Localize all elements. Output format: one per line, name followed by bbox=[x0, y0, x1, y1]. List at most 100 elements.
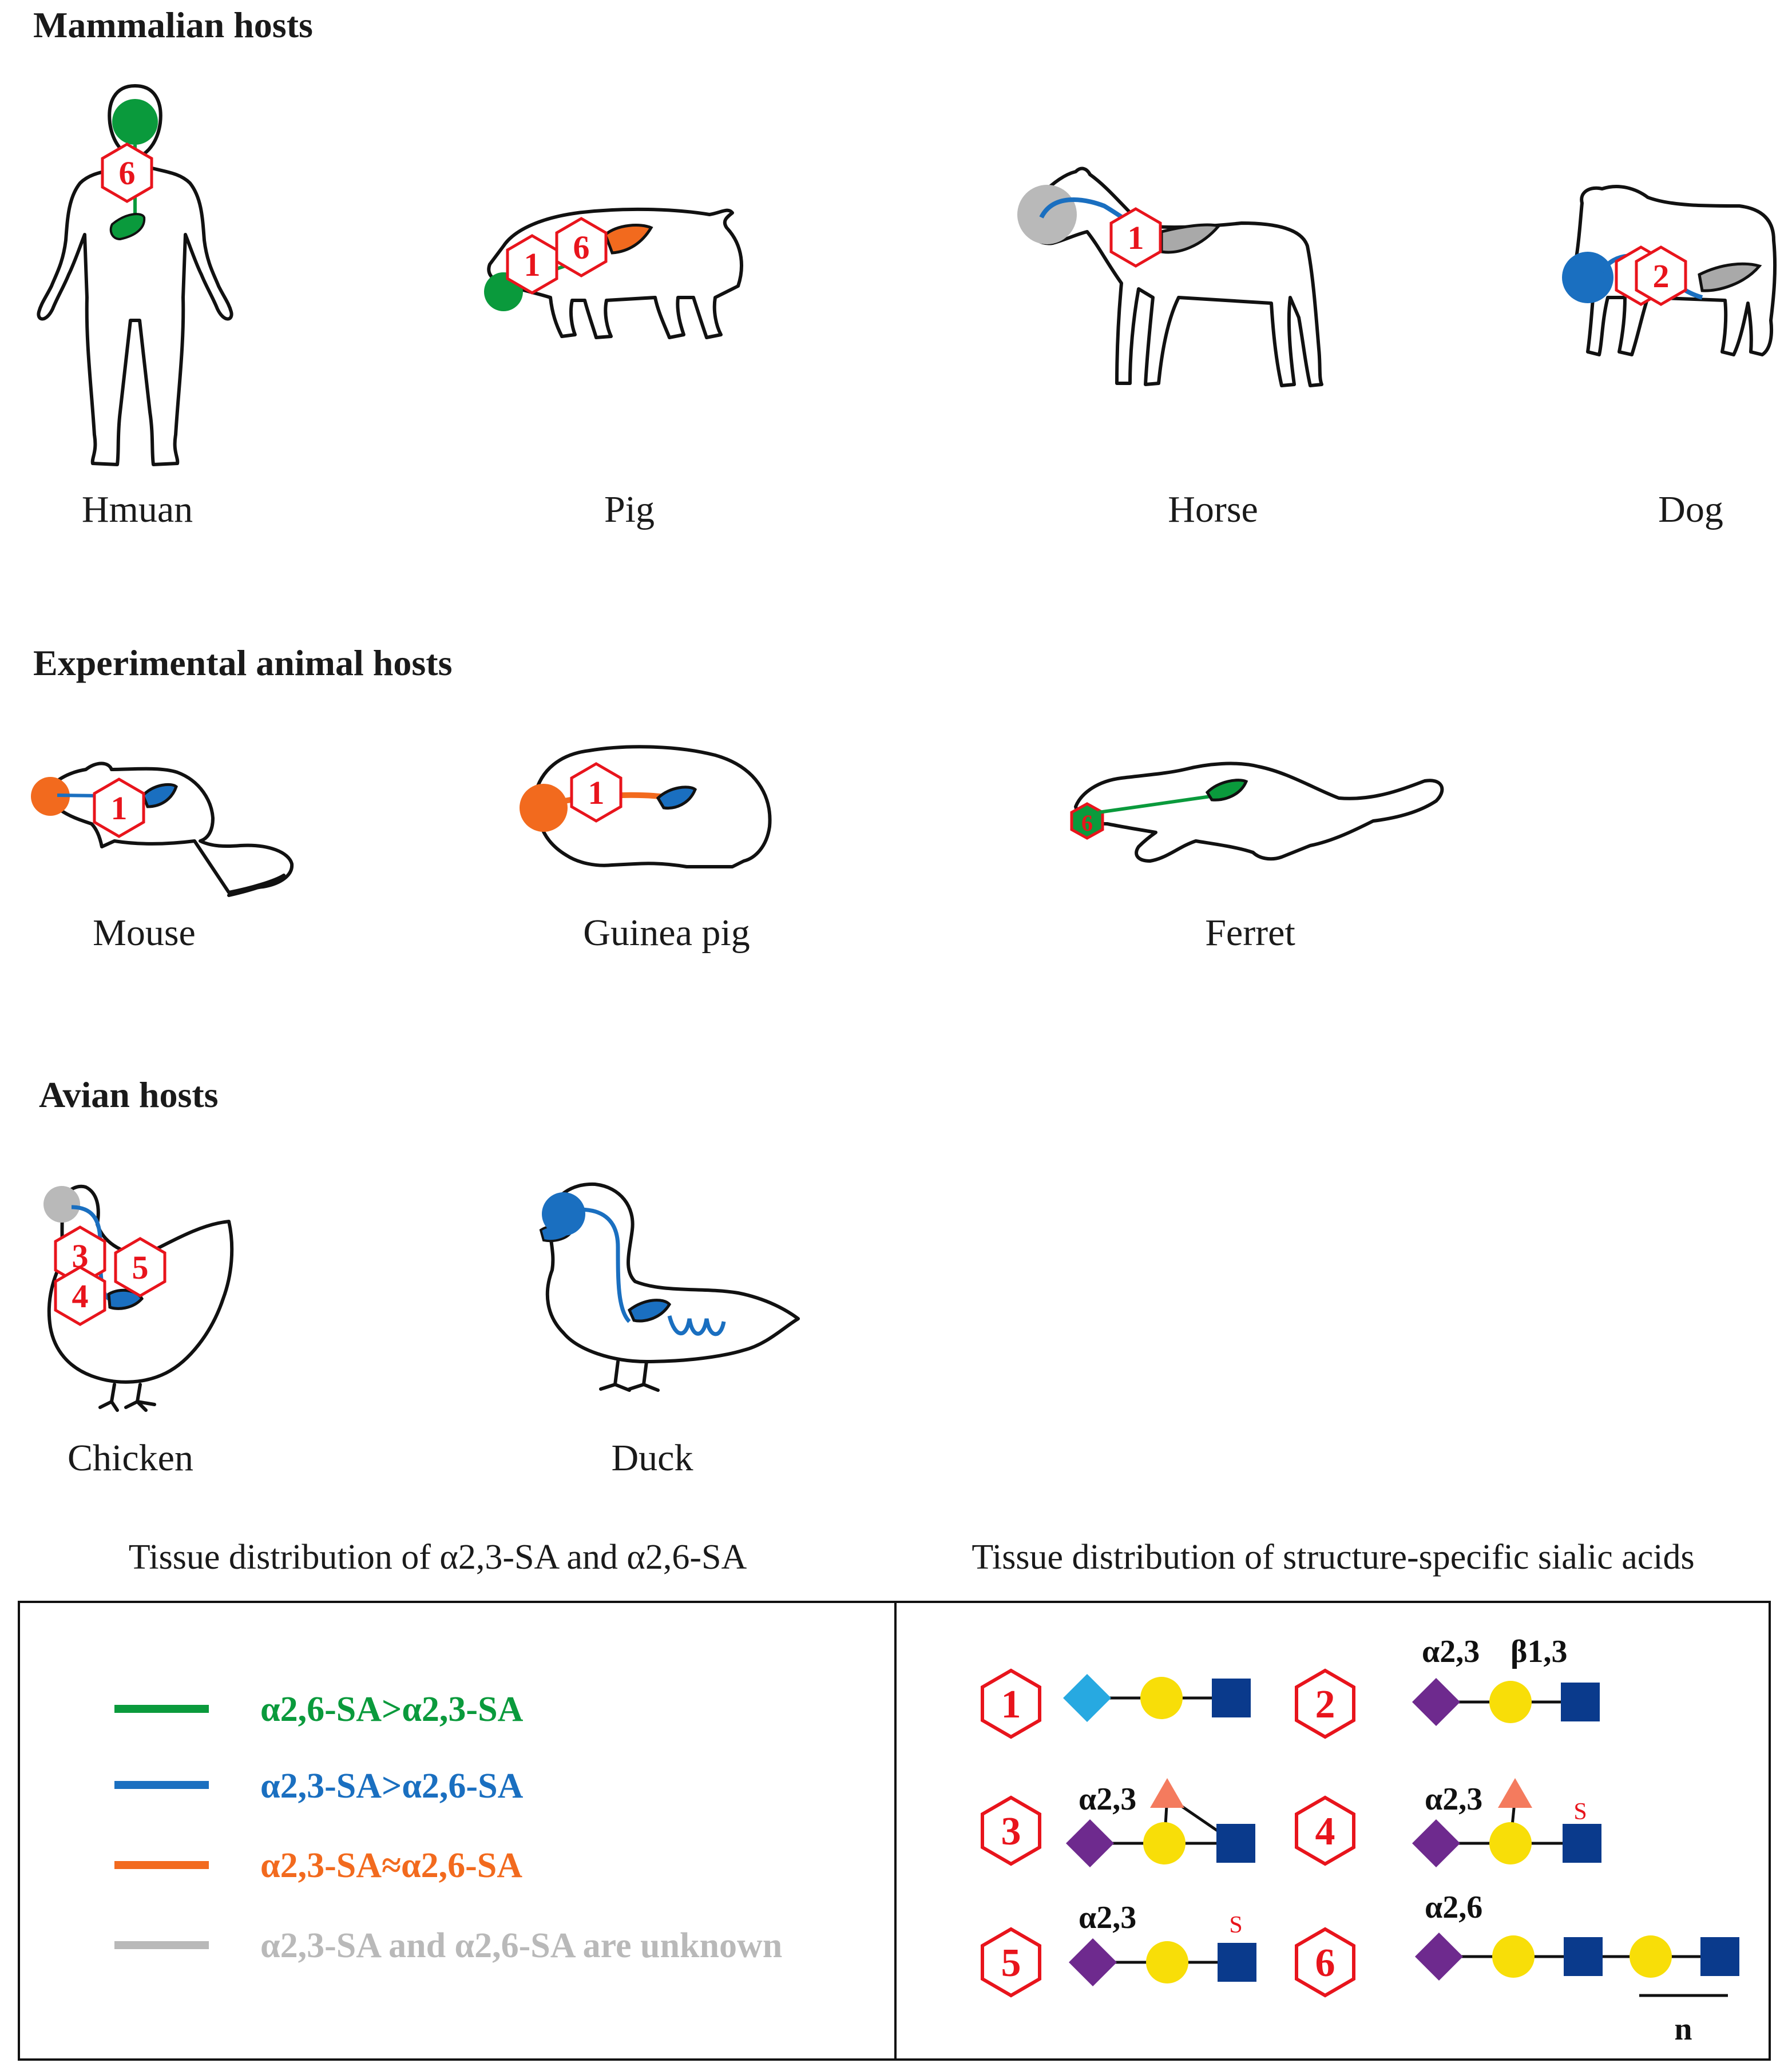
hexagon-1-marker: 1 bbox=[94, 779, 144, 836]
svg-text:1: 1 bbox=[588, 774, 605, 811]
guinea-pig-lung bbox=[656, 785, 697, 810]
hexagon-5-marker: 5 bbox=[116, 1239, 165, 1296]
linkage-label: α2,3 bbox=[1422, 1634, 1480, 1669]
duck-nose-region bbox=[542, 1192, 585, 1236]
svg-text:1: 1 bbox=[111, 789, 128, 827]
linkage-label: α2,3 bbox=[1079, 1782, 1136, 1817]
dog-lung bbox=[1698, 262, 1762, 292]
legend-label: α2,3-SA>α2,6-SA bbox=[260, 1767, 524, 1806]
label-duck: Duck bbox=[612, 1437, 693, 1479]
galactose-circle-icon bbox=[1489, 1681, 1532, 1723]
dog-illustration: 1 2 bbox=[1562, 184, 1777, 356]
human-silhouette bbox=[37, 84, 233, 466]
chicken-nose-region bbox=[43, 1186, 80, 1223]
galactose-circle-icon bbox=[1489, 1822, 1532, 1864]
label-horse: Horse bbox=[1168, 489, 1258, 530]
glcnac-square-icon bbox=[1216, 1824, 1255, 1863]
neu5ac-diamond-icon bbox=[1412, 1678, 1460, 1726]
horse-illustration: 1 bbox=[1017, 166, 1323, 387]
svg-text:2: 2 bbox=[1315, 1683, 1335, 1727]
pig-lung bbox=[604, 224, 653, 255]
human-lung bbox=[109, 213, 146, 241]
chicken-lung bbox=[107, 1288, 144, 1310]
mouse-lung bbox=[141, 783, 178, 808]
structure-2: 2 α2,3 β1,3 bbox=[1297, 1634, 1600, 1737]
galactose-circle-icon bbox=[1146, 1941, 1188, 1983]
legend-label: α2,3-SA≈α2,6-SA bbox=[260, 1846, 522, 1885]
mouse-nose-region bbox=[31, 777, 70, 816]
svg-text:1: 1 bbox=[524, 246, 541, 283]
hexagon-6-marker: 6 bbox=[557, 219, 606, 276]
structure-5: 5 α2,3 S bbox=[982, 1900, 1256, 1995]
structure-4: 4 α2,3 S bbox=[1297, 1778, 1601, 1867]
galactose-circle-icon bbox=[1492, 1935, 1535, 1978]
sulfate-label: S bbox=[1573, 1799, 1587, 1825]
hexagon-5-label: 5 bbox=[982, 1929, 1040, 1995]
svg-text:5: 5 bbox=[132, 1249, 149, 1286]
svg-text:5: 5 bbox=[1001, 1941, 1021, 1985]
legend-item: α2,3-SA≈α2,6-SA bbox=[114, 1846, 522, 1885]
svg-text:6: 6 bbox=[119, 154, 136, 192]
hexagon-2-label: 2 bbox=[1297, 1671, 1354, 1737]
horse-silhouette bbox=[1026, 166, 1323, 387]
neu5ac-diamond-icon bbox=[1066, 1819, 1114, 1867]
hexagon-4-marker: 4 bbox=[55, 1267, 105, 1324]
label-ferret: Ferret bbox=[1205, 912, 1295, 954]
hexagon-6-label: 6 bbox=[1297, 1929, 1354, 1995]
glcnac-square-icon bbox=[1212, 1679, 1251, 1717]
legend-title-right: Tissue distribution of structure-specifi… bbox=[972, 1538, 1694, 1577]
label-mouse: Mouse bbox=[93, 912, 196, 954]
glcnac-square-icon bbox=[1564, 1937, 1603, 1976]
kdn-diamond-icon bbox=[1063, 1674, 1111, 1722]
hexagon-6-number: 6 bbox=[1081, 810, 1093, 836]
svg-text:2: 2 bbox=[1653, 257, 1670, 295]
label-pig: Pig bbox=[604, 489, 655, 530]
hexagon-4-label: 4 bbox=[1297, 1798, 1354, 1864]
galactose-circle-icon bbox=[1143, 1822, 1186, 1864]
structure-6: 6 α2,6 n bbox=[1297, 1890, 1739, 2047]
linkage-label: α2,6 bbox=[1425, 1890, 1482, 1925]
galactose-circle-icon bbox=[1140, 1677, 1183, 1719]
linkage-label: β1,3 bbox=[1510, 1634, 1568, 1669]
chicken-illustration: 3 4 5 bbox=[43, 1184, 234, 1412]
repeat-label: n bbox=[1674, 2012, 1692, 2047]
galactose-circle-icon bbox=[1630, 1935, 1672, 1978]
linkage-label: α2,3 bbox=[1079, 1900, 1136, 1935]
neu5ac-diamond-icon bbox=[1415, 1933, 1463, 1981]
hexagon-1-marker: 1 bbox=[572, 764, 621, 821]
fucose-triangle-icon bbox=[1498, 1778, 1532, 1808]
ferret-lung bbox=[1205, 779, 1248, 802]
legend-label: α2,6-SA>α2,3-SA bbox=[260, 1690, 524, 1729]
svg-text:6: 6 bbox=[1315, 1941, 1335, 1985]
guinea-pig-illustration: 1 bbox=[520, 745, 772, 868]
duck-airway bbox=[572, 1207, 631, 1323]
section-title-experimental: Experimental animal hosts bbox=[33, 642, 452, 683]
sulfate-label: S bbox=[1229, 1912, 1242, 1938]
mouse-illustration: 1 bbox=[31, 761, 294, 897]
duck-lung bbox=[627, 1299, 672, 1323]
structure-1: 1 bbox=[982, 1671, 1251, 1737]
glcnac-square-icon bbox=[1563, 1824, 1601, 1863]
pig-silhouette bbox=[487, 207, 743, 339]
structure-3: 3 α2,3 bbox=[982, 1778, 1255, 1867]
svg-text:1: 1 bbox=[1128, 219, 1144, 256]
legend-box-left bbox=[18, 1601, 897, 2061]
guinea-pig-silhouette bbox=[532, 745, 772, 868]
duck-silhouette bbox=[545, 1182, 800, 1363]
svg-text:6: 6 bbox=[573, 229, 590, 266]
duck-illustration bbox=[539, 1182, 800, 1392]
section-title-avian: Avian hosts bbox=[39, 1074, 219, 1115]
hexagon-1-label: 1 bbox=[982, 1671, 1040, 1737]
ferret-illustration: 6 bbox=[1070, 761, 1444, 863]
ferret-silhouette bbox=[1074, 761, 1444, 863]
duck-intestine bbox=[667, 1315, 726, 1336]
legend-title-left: Tissue distribution of α2,3-SA and α2,6-… bbox=[129, 1538, 747, 1577]
hexagon-1-marker: 1 bbox=[508, 236, 557, 293]
human-illustration: 6 bbox=[37, 84, 233, 466]
human-nose-region bbox=[112, 99, 158, 145]
horse-lung bbox=[1160, 223, 1222, 254]
hexagon-1-marker: 1 bbox=[1111, 209, 1160, 266]
ferret-airway bbox=[1098, 794, 1219, 814]
svg-text:4: 4 bbox=[1315, 1810, 1335, 1854]
